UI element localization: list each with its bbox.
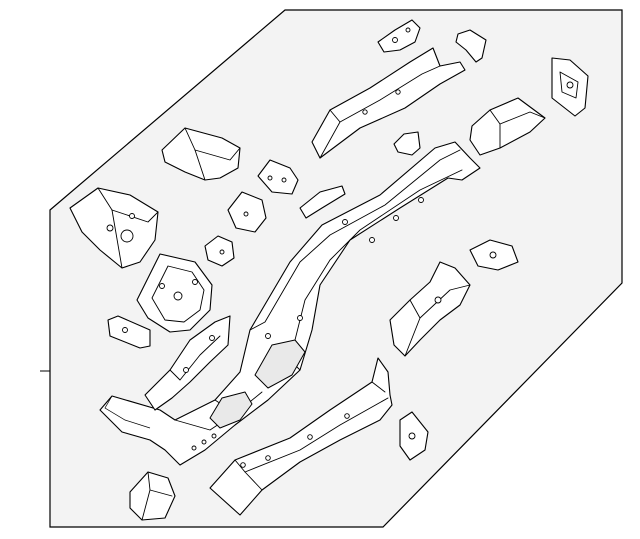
left-plate — [136, 253, 213, 333]
lower-left-end-cap — [129, 471, 176, 521]
tab-bracket-top — [377, 19, 421, 53]
small-center-clip — [393, 131, 421, 156]
side-channel-right — [469, 97, 546, 156]
corner-bracket-upper-right — [551, 57, 589, 117]
upper-rail-bracket — [257, 159, 299, 195]
center-brackets — [204, 185, 346, 267]
main-rail-assembly — [99, 141, 481, 466]
right-lower-bracket — [399, 411, 429, 461]
hook-bracket — [455, 29, 487, 63]
diagram-panel — [49, 9, 623, 528]
left-front-bracket — [161, 127, 241, 181]
left-small-block — [107, 315, 151, 349]
left-box-bracket — [69, 187, 159, 269]
right-mid-bracket — [389, 261, 471, 357]
rear-upper-rail — [311, 47, 466, 159]
right-small-bracket — [469, 239, 519, 271]
left-curved-reinforcement — [144, 315, 231, 411]
rocker-reinforcement — [209, 357, 393, 516]
